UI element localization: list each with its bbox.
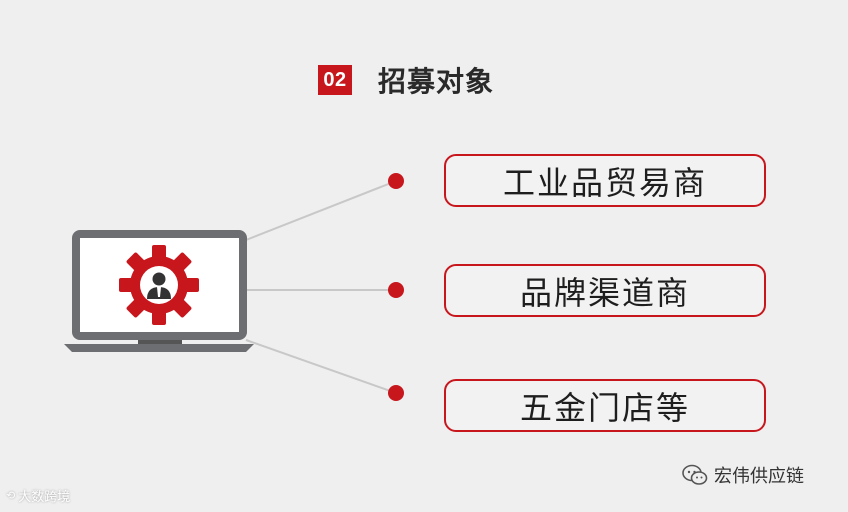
watermark-left: ⟲ 大数跨境 (6, 486, 70, 505)
connector-dot-1 (388, 173, 404, 189)
connector-dot-2 (388, 282, 404, 298)
item-box-3: 五金门店等 (444, 379, 766, 432)
item-label-2: 品牌渠道商 (519, 273, 690, 312)
section-number-badge: 02 (318, 65, 352, 95)
watermark-right: 宏伟供应链 (682, 462, 804, 488)
item-label-3: 五金门店等 (519, 388, 690, 427)
item-box-1: 工业品贸易商 (444, 154, 766, 207)
connector-line-3 (245, 339, 397, 394)
item-box-2: 品牌渠道商 (444, 264, 766, 317)
connector-dot-3 (388, 385, 404, 401)
section-header: 02 招募对象 (318, 60, 494, 100)
section-title: 招募对象 (378, 65, 495, 98)
watermark-left-text: 大数跨境 (18, 490, 71, 505)
watermark-logo-icon: ⟲ (6, 489, 16, 502)
gear-user-icon (119, 245, 199, 325)
wechat-icon (682, 464, 708, 485)
watermark-right-text: 宏伟供应链 (714, 466, 804, 487)
connector-line-1 (245, 180, 397, 241)
item-label-1: 工业品贸易商 (502, 163, 707, 202)
